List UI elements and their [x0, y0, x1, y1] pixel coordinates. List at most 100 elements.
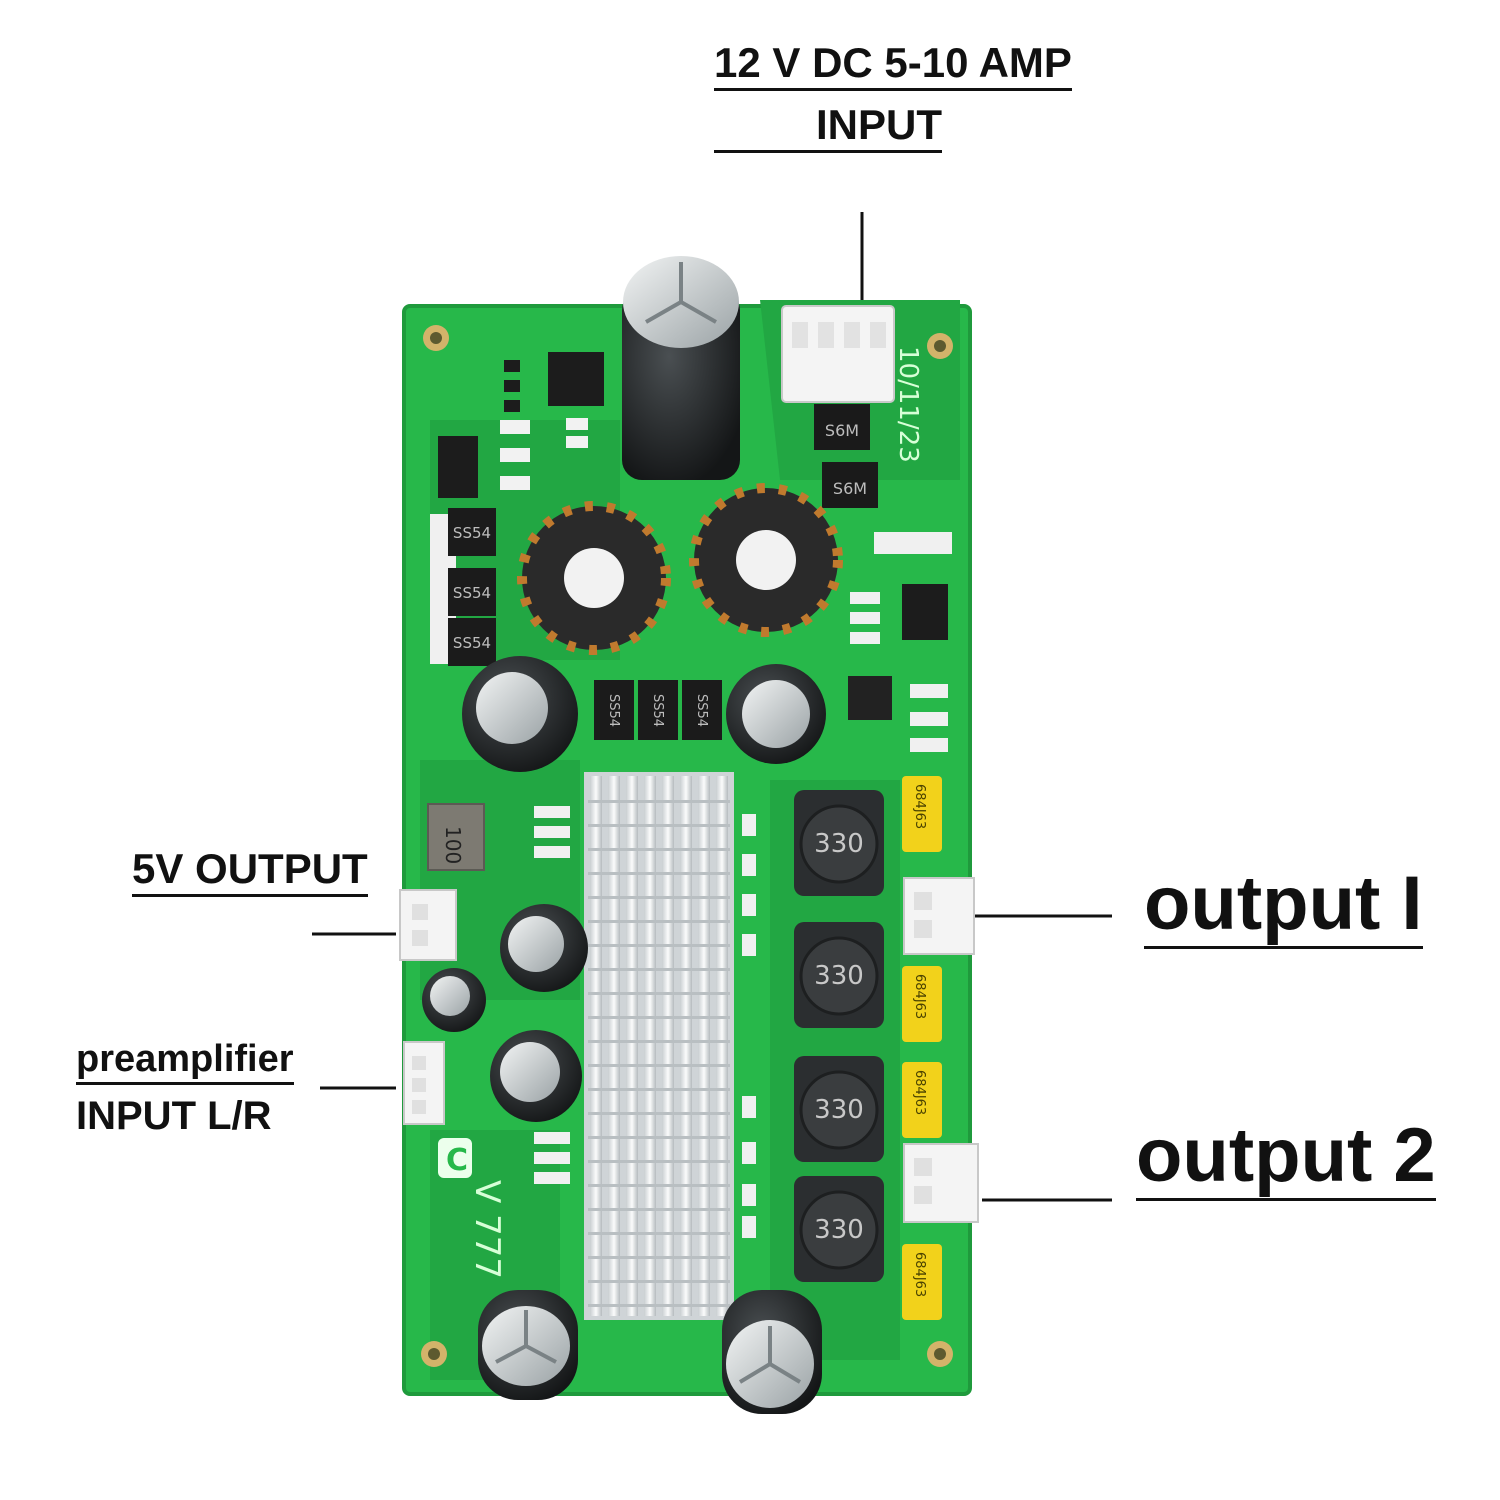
schottky-diode: SS54 [638, 680, 678, 740]
output-inductor: 330 [794, 1056, 884, 1162]
diode-s6m: S6M [814, 404, 870, 450]
heatsink-slot [588, 1208, 730, 1211]
heatsink-slot [588, 1304, 730, 1307]
heatsink-slot [588, 1232, 730, 1235]
mounting-hole [423, 325, 449, 351]
heatsink-slot [588, 848, 730, 851]
preamp-input-connector [403, 1041, 445, 1125]
smd-components-right [848, 532, 952, 752]
aluminium-heatsink [584, 772, 734, 1320]
output-2-connector [903, 1143, 979, 1223]
small-inductor: 100 [427, 803, 485, 871]
heatsink-fin [608, 776, 620, 1316]
power-input-connector [781, 305, 895, 403]
film-cap-marking: 684J63 [912, 974, 927, 1019]
toroid-inductor [517, 501, 671, 655]
left-capacitor [422, 968, 486, 1032]
output-2-label: output 2 [1136, 1118, 1436, 1201]
heatsink-slot [588, 1016, 730, 1019]
schottky-diodes-middle: SS54 SS54 SS54 [594, 680, 722, 740]
diode-marking: SS54 [606, 694, 621, 727]
diode-marking: S6M [825, 421, 859, 440]
heatsink-slot [588, 824, 730, 827]
ic-chip [548, 352, 604, 406]
heatsink-fin [716, 776, 728, 1316]
heatsink-slot [588, 800, 730, 803]
toroid-inductor [689, 483, 843, 637]
heatsink-slot [588, 896, 730, 899]
heatsink-slot [588, 1160, 730, 1163]
diode-marking: SS54 [650, 694, 665, 727]
mounting-holes [421, 325, 953, 1367]
heatsink-slot [588, 1280, 730, 1283]
film-capacitor: 684J63 [902, 776, 942, 852]
diode-marking: SS54 [453, 634, 491, 652]
bottom-capacitor [478, 1290, 578, 1400]
schottky-diodes-left: SS54 SS54 SS54 [430, 508, 496, 666]
top-diodes: S6M S6M [814, 404, 878, 508]
mounting-hole [421, 1341, 447, 1367]
heatsink-fin [590, 776, 602, 1316]
main-filter-capacitor [622, 256, 740, 480]
film-capacitors: 684J63 684J63 684J63 684J63 [902, 776, 942, 1320]
brand-mark: C V 777 [438, 1138, 507, 1279]
output-inductor: 330 [794, 922, 884, 1028]
diode-marking: SS54 [694, 694, 709, 727]
heatsink-slot [588, 1064, 730, 1067]
heatsink-fin [644, 776, 656, 1316]
brand-logo: C [446, 1143, 468, 1178]
bottom-capacitor [722, 1290, 822, 1414]
heatsink-slot [588, 968, 730, 971]
schottky-diode: SS54 [448, 568, 496, 616]
five-volt-output-label: 5V OUTPUT [132, 848, 368, 897]
date-code: 10/11/23 [893, 346, 923, 463]
preamp-input-label-line2: INPUT L/R [76, 1094, 272, 1138]
heatsink-slot [588, 1112, 730, 1115]
heatsink-fins [588, 776, 730, 1316]
regulator-chip [438, 436, 478, 498]
preamp-input-label-line1: preamplifier [76, 1040, 294, 1085]
power-input-label-line1: 12 V DC 5-10 AMP [714, 42, 1072, 91]
heatsink-slot [588, 1136, 730, 1139]
diode-marking: SS54 [453, 524, 491, 542]
heatsink-slot [588, 1256, 730, 1259]
smd-components-top [438, 352, 604, 498]
five-volt-output-connector [399, 889, 457, 961]
driver-ic [902, 584, 948, 640]
mid-capacitor [462, 656, 578, 772]
heatsink-slot [588, 1088, 730, 1091]
inductor-marking: 330 [814, 829, 864, 859]
heatsink-slot [588, 1040, 730, 1043]
diode-s6m: S6M [822, 462, 878, 508]
left-capacitor [490, 1030, 582, 1122]
output-1-connector [903, 877, 975, 955]
heatsink-slot [588, 992, 730, 995]
film-capacitor: 684J63 [902, 966, 942, 1042]
diode-marking: S6M [833, 479, 867, 498]
inductor-marking: 100 [441, 826, 465, 864]
output-1-label: output I [1144, 866, 1423, 949]
film-cap-marking: 684J63 [912, 1070, 927, 1115]
diode-marking: SS54 [453, 584, 491, 602]
heatsink-slot [588, 920, 730, 923]
film-capacitor: 684J63 [902, 1062, 942, 1138]
mounting-hole [927, 1341, 953, 1367]
model-number: V 777 [467, 1180, 507, 1279]
film-cap-marking: 684J63 [912, 784, 927, 829]
schottky-diode: SS54 [682, 680, 722, 740]
film-cap-marking: 684J63 [912, 1252, 927, 1297]
inductor-marking: 330 [814, 961, 864, 991]
film-capacitor: 684J63 [902, 1244, 942, 1320]
mosfet [848, 676, 892, 720]
smd-resistors [534, 806, 756, 1238]
schottky-diode: SS54 [448, 618, 496, 666]
heatsink-fin [698, 776, 710, 1316]
schottky-diode: SS54 [594, 680, 634, 740]
output-inductor: 330 [794, 1176, 884, 1282]
heatsink-slot [588, 1184, 730, 1187]
heatsink-fin [662, 776, 674, 1316]
output-inductor: 330 [794, 790, 884, 896]
heatsink-slot [588, 872, 730, 875]
mid-capacitor [726, 664, 826, 764]
